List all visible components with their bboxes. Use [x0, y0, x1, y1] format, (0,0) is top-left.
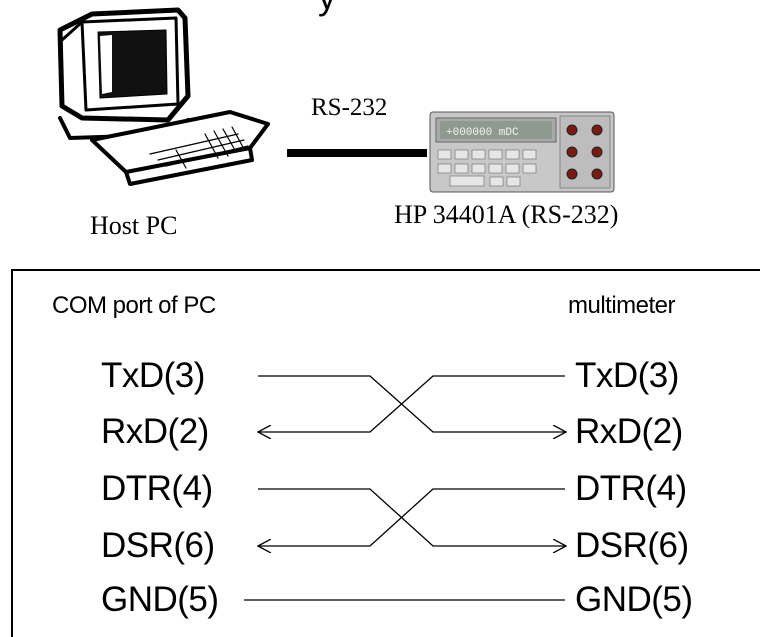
- left-pin-rxd: RxD(2): [101, 412, 209, 451]
- wire-txd-to-rxd-reverse: [258, 375, 565, 432]
- wiring-box: [11, 269, 760, 637]
- wire-dtr-to-dsr: [258, 488, 566, 546]
- multimeter-icon: +000000 mDC: [429, 111, 615, 193]
- left-pin-dsr: DSR(6): [101, 526, 215, 565]
- right-pin-dsr: DSR(6): [575, 526, 689, 565]
- wire-dtr-to-dsr-reverse: [258, 488, 565, 546]
- multimeter-heading: multimeter: [568, 292, 676, 319]
- left-pin-dtr: DTR(4): [101, 469, 213, 508]
- title-fragment: y: [318, 0, 336, 18]
- left-pin-txd: TxD(3): [101, 356, 205, 395]
- com-port-heading: COM port of PC: [52, 292, 216, 319]
- right-pin-dtr: DTR(4): [575, 469, 687, 508]
- wire-txd-to-rxd: [258, 375, 566, 432]
- multimeter-label: HP 34401A (RS-232): [394, 200, 619, 229]
- right-pin-gnd: GND(5): [575, 580, 693, 619]
- meter-display: +000000 mDC: [446, 127, 519, 139]
- wiring-lines: [244, 375, 566, 601]
- computer-icon: [57, 7, 270, 186]
- host-pc-label: Host PC: [90, 211, 178, 240]
- left-pin-gnd: GND(5): [101, 580, 219, 619]
- right-pin-rxd: RxD(2): [575, 412, 683, 451]
- right-pin-txd: TxD(3): [575, 356, 679, 395]
- cable-label: RS-232: [311, 94, 388, 121]
